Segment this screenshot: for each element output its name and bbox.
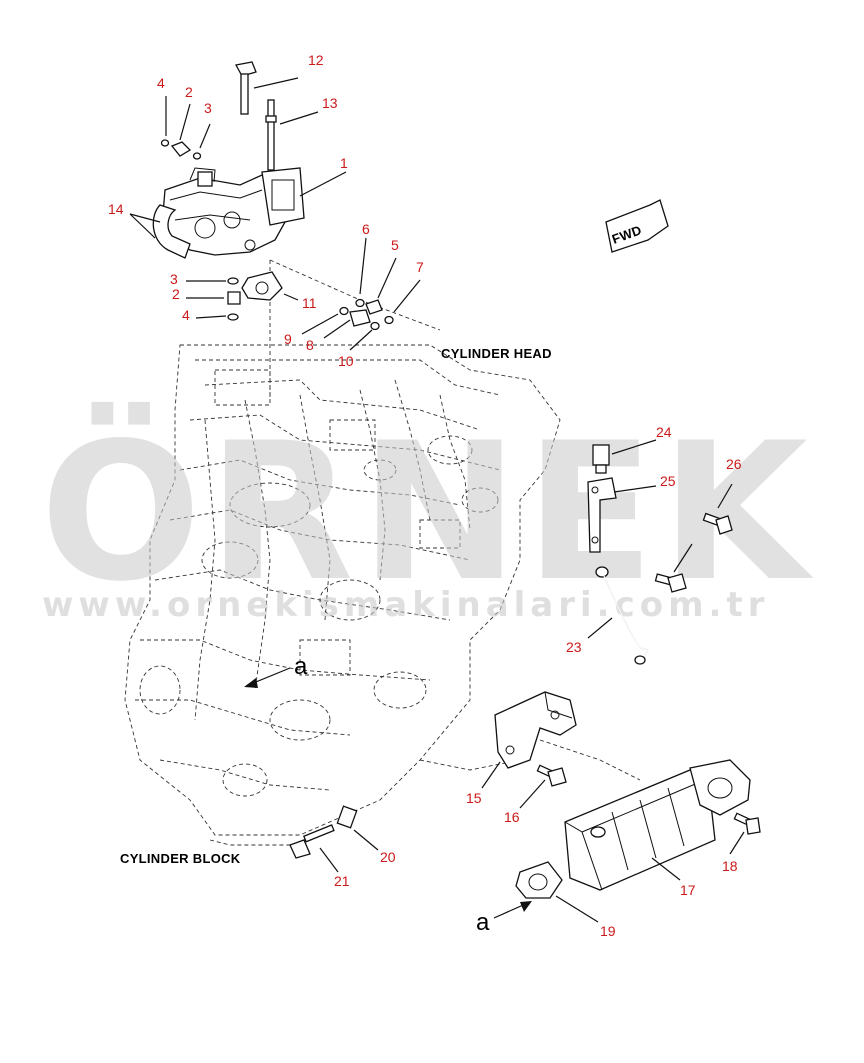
watermark-url: www.ornekismakinalari.com.tr	[42, 585, 769, 625]
fitting-2-bottom	[227, 291, 241, 305]
callout-19: 19	[600, 923, 616, 939]
svg-text:a: a	[476, 909, 490, 936]
spacer-20	[336, 805, 358, 829]
callout-20: 20	[380, 849, 396, 865]
o-ring-9	[339, 306, 349, 316]
callout-22: 23	[566, 639, 582, 655]
callout-15: 15	[466, 790, 482, 806]
callout-2-top: 2	[185, 84, 193, 100]
callout-3-top: 3	[204, 100, 212, 116]
callout-18: 18	[722, 858, 738, 874]
callout-7: 7	[416, 259, 424, 275]
callout-1: 1	[340, 155, 348, 171]
callout-2-bottom: 2	[172, 286, 180, 302]
callout-5: 5	[391, 237, 399, 253]
callout-numbers: 12 13 1 4 2 3 14 3 2 4 11 6 5 7 9 8 10 2…	[108, 52, 742, 939]
bracket-24	[587, 477, 617, 553]
bracket-15	[494, 691, 577, 769]
callout-10: 10	[338, 353, 354, 369]
callout-23: 24	[656, 424, 672, 440]
bolt-26	[654, 573, 687, 593]
callout-6: 6	[362, 221, 370, 237]
callout-11: 11	[302, 295, 317, 311]
gasket-19	[515, 861, 563, 899]
label-cylinder-block: CYLINDER BLOCK	[120, 851, 241, 866]
tube-22	[595, 566, 649, 665]
callout-17: 17	[680, 882, 696, 898]
bolt-16	[536, 764, 567, 787]
callout-13: 13	[322, 95, 338, 111]
fitting-2-top	[170, 141, 192, 157]
bolt-18	[733, 812, 761, 835]
fitting-8	[349, 309, 371, 327]
svg-text:a: a	[294, 653, 308, 680]
callout-9: 9	[284, 331, 292, 347]
egr-valve-assembly	[152, 167, 305, 259]
label-cylinder-head: CYLINDER HEAD	[441, 346, 552, 361]
callout-14: 14	[108, 201, 124, 217]
callout-21: 21	[334, 873, 350, 889]
callout-24: 25	[660, 473, 676, 489]
bolt-21	[289, 824, 335, 859]
callout-4-bottom: 4	[182, 307, 190, 323]
o-ring-7	[384, 315, 394, 325]
o-ring-4-bottom	[227, 313, 239, 321]
callout-25: 26	[726, 456, 742, 472]
callout-16: 16	[504, 809, 520, 825]
watermark: ÖRNEK www.ornekismakinalari.com.tr	[40, 401, 808, 625]
o-ring-6	[355, 298, 365, 308]
callout-12: 12	[308, 52, 324, 68]
o-ring-3-top	[192, 152, 202, 160]
stud-13	[265, 99, 277, 171]
pressure-sensor-23	[592, 444, 610, 474]
leader-lines	[129, 77, 745, 923]
fwd-indicator: FWD	[605, 199, 669, 253]
callout-8: 8	[306, 337, 314, 353]
gasket-11	[241, 271, 283, 301]
bolt-12	[235, 61, 257, 115]
view-arrow-top: a	[244, 653, 308, 688]
bolt-25	[702, 512, 733, 535]
callout-3-bottom: 3	[170, 271, 178, 287]
o-ring-10	[370, 321, 380, 331]
o-ring-3-bottom	[227, 277, 239, 285]
o-ring-4-top	[160, 139, 170, 147]
callout-4-top: 4	[157, 75, 165, 91]
egr-cooler-17	[564, 759, 751, 891]
fitting-5	[365, 299, 383, 315]
view-arrow-bottom: a	[476, 901, 532, 936]
